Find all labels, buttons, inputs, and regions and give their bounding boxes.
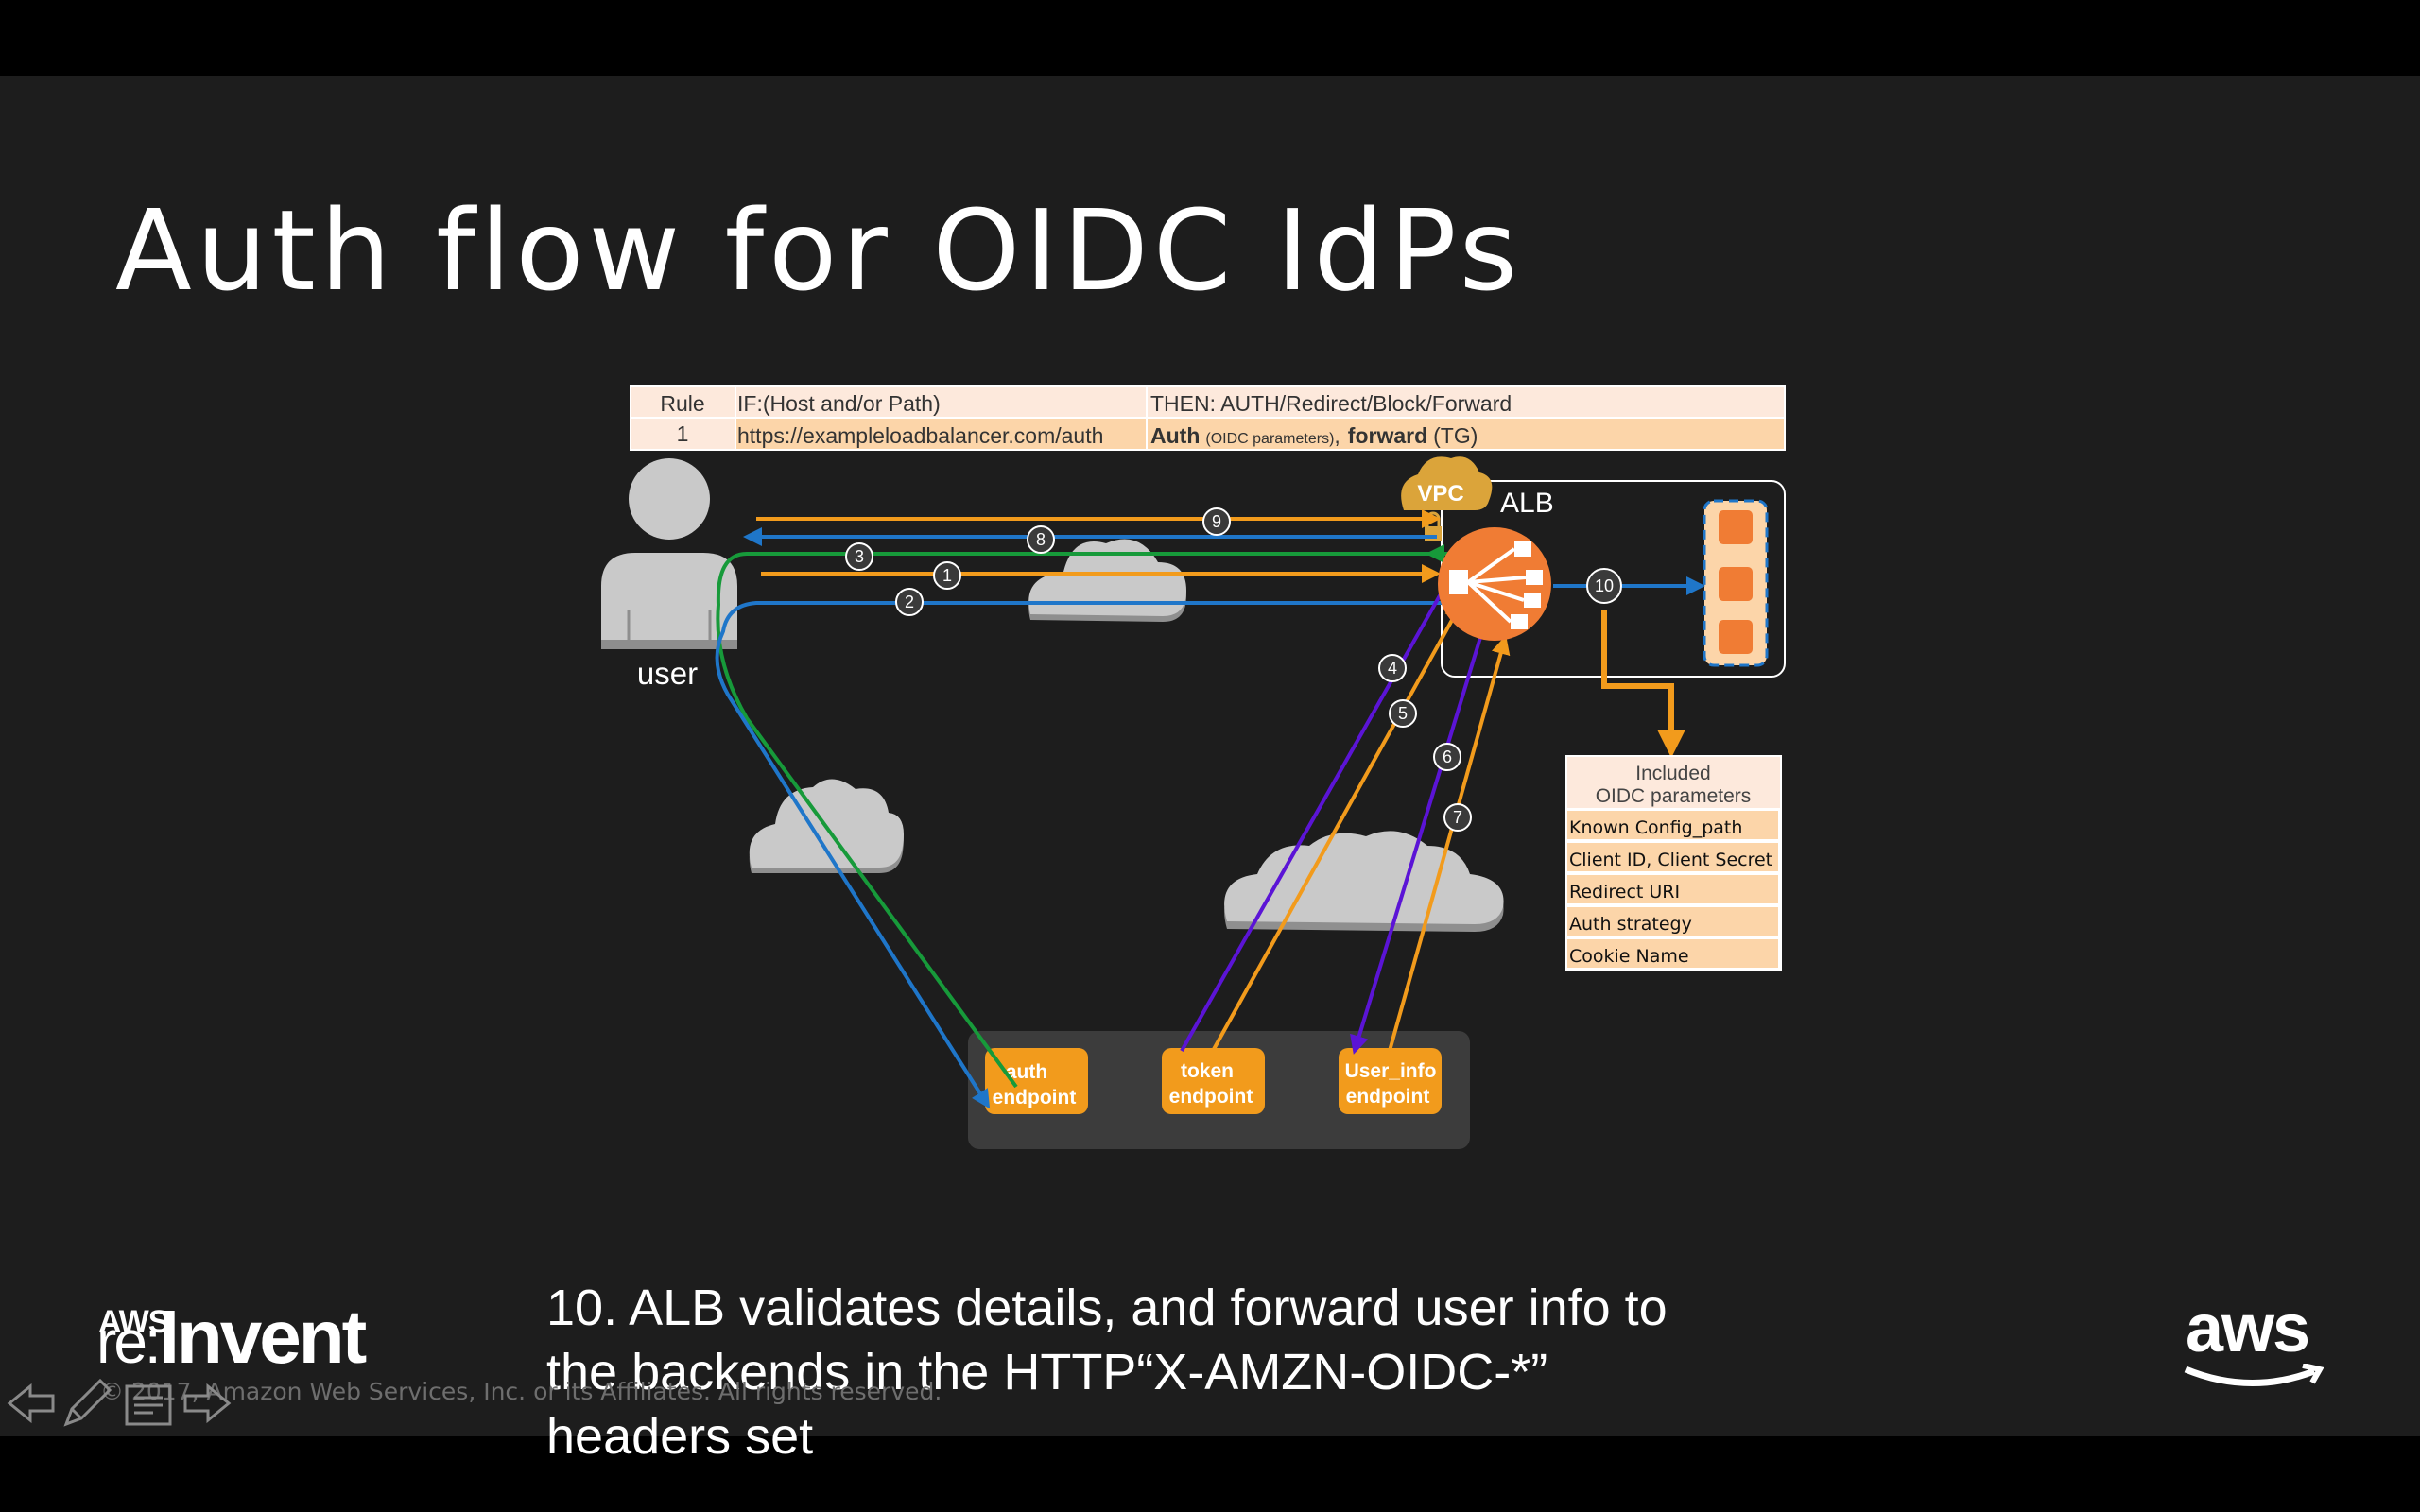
table-header-condition: IF:(Host and/or Path) [737, 391, 941, 416]
token-endpoint-line2: endpoint [1169, 1086, 1253, 1108]
svg-text:5: 5 [1398, 704, 1408, 723]
svg-text:1: 1 [942, 566, 952, 585]
svg-text:9: 9 [1212, 512, 1221, 531]
step-badge-1: 1 [933, 561, 961, 590]
slide: Auth flow for OIDC IdPs Rule IF:(Host an… [0, 76, 2420, 1465]
oidc-params-box: Included OIDC parameters Known Config_pa… [1565, 755, 1782, 971]
userinfo-endpoint-line2: endpoint [1346, 1086, 1430, 1108]
oidc-param-item: Redirect URI [1569, 882, 1680, 902]
svg-text:8: 8 [1036, 530, 1046, 549]
alb-label: ALB [1500, 488, 1554, 519]
notes-icon[interactable] [121, 1375, 178, 1432]
step-badge-8: 8 [1027, 525, 1055, 554]
step-badge-3: 3 [845, 542, 873, 571]
svg-text:6: 6 [1443, 747, 1452, 766]
step-badges: 9 8 3 1 2 10 4 5 6 7 [845, 507, 1622, 832]
reinvent-logo: re:Invent [96, 1299, 367, 1380]
alb-icon [1438, 527, 1551, 641]
slide-title: Auth flow for OIDC IdPs [115, 185, 1523, 316]
action-forward: forward [1348, 423, 1427, 448]
token-endpoint-line1: token [1181, 1060, 1234, 1082]
svg-text:2: 2 [905, 593, 914, 611]
table-header-action: THEN: AUTH/Redirect/Block/Forward [1150, 391, 1512, 416]
oidc-param-item: Known Config_path [1569, 817, 1742, 838]
arrow-step-3 [716, 544, 1444, 1089]
svg-text:4: 4 [1388, 659, 1397, 678]
oidc-param-item: Cookie Name [1569, 946, 1689, 967]
auth-endpoint-line2: endpoint [993, 1087, 1077, 1108]
svg-text:3: 3 [855, 547, 864, 566]
arrow-oidc-params [1601, 610, 1685, 758]
reinvent-logo-invent: Invent [158, 1295, 368, 1379]
userinfo-endpoint: User_info endpoint [1339, 1048, 1442, 1114]
oidc-param-item: Client ID, Client Secret [1569, 850, 1772, 870]
action-sep: , [1334, 423, 1340, 448]
step-badge-6: 6 [1433, 743, 1461, 771]
rule-table: Rule IF:(Host and/or Path) THEN: AUTH/Re… [630, 385, 1786, 451]
svg-text:10: 10 [1595, 576, 1614, 595]
table-header-rule: Rule [660, 391, 704, 416]
target-instance-icon [1719, 620, 1753, 654]
vpc-cloud-icon: VPC [1401, 456, 1493, 541]
step-badge-7: 7 [1443, 803, 1472, 832]
user-label: user [637, 656, 698, 691]
action-oidc: (OIDC parameters) [1205, 431, 1334, 447]
cloud-icon [1224, 831, 1504, 932]
copyright-notice: © 2017, Amazon Web Services, Inc. or its… [100, 1378, 942, 1405]
arrow-step-5 [1211, 601, 1462, 1052]
aws-smile-icon [2184, 1364, 2324, 1386]
arrow-step-6 [1350, 630, 1484, 1055]
oidc-params-title-2: OIDC parameters [1596, 785, 1752, 807]
auth-flow-diagram: Rule IF:(Host and/or Path) THEN: AUTH/Re… [601, 385, 1786, 1149]
arrow-step-7 [1388, 635, 1511, 1052]
slide-caption: 10. ALB validates details, and forward u… [546, 1280, 1668, 1465]
step-badge-5: 5 [1389, 699, 1417, 728]
vpc-label: VPC [1417, 481, 1463, 507]
target-instance-icon [1719, 510, 1753, 544]
oidc-params-title-1: Included [1635, 763, 1710, 784]
table-cell-rule: 1 [677, 421, 689, 446]
userinfo-endpoint-line1: User_info [1345, 1060, 1437, 1082]
table-cell-condition: https://exampleloadbalancer.com/auth [737, 423, 1103, 448]
reinvent-logo-re: re: [96, 1308, 162, 1376]
arrow-step-4 [1180, 566, 1462, 1052]
action-tg: (TG) [1433, 423, 1478, 448]
back-nav-icon[interactable] [0, 1375, 57, 1432]
target-group [1703, 499, 1769, 667]
step-badge-10: 10 [1586, 568, 1622, 604]
aws-logo: aws [2184, 1290, 2324, 1386]
step-badge-2: 2 [895, 588, 924, 616]
auth-endpoint-line1: auth [1006, 1061, 1047, 1083]
svg-text:7: 7 [1453, 808, 1462, 827]
token-endpoint: token endpoint [1162, 1048, 1265, 1114]
step-badge-9: 9 [1202, 507, 1231, 536]
forward-nav-icon[interactable] [182, 1375, 238, 1432]
table-cell-action: Auth (OIDC parameters), forward(TG) [1150, 423, 1478, 448]
arrow-step-2 [715, 601, 1446, 1109]
step-badge-4: 4 [1378, 654, 1407, 682]
user-icon [601, 458, 737, 649]
reinvent-logo-aws: AWS [98, 1304, 169, 1340]
oidc-param-item: Auth strategy [1569, 914, 1692, 935]
cloud-icon [1028, 539, 1186, 622]
pen-icon[interactable] [59, 1375, 115, 1432]
target-instance-icon [1719, 567, 1753, 601]
aws-logo-text: aws [2186, 1291, 2310, 1366]
auth-endpoint: auth endpoint [985, 1048, 1088, 1114]
action-auth: Auth [1150, 423, 1200, 448]
